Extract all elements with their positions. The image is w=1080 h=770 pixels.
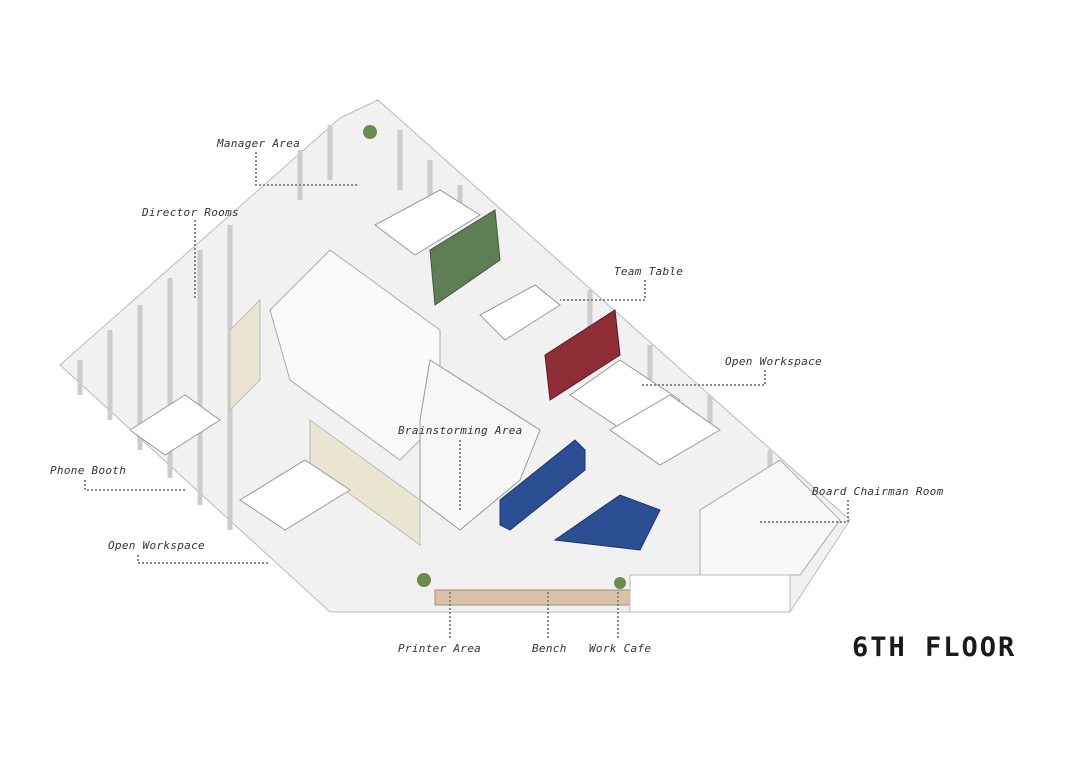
cafe-counter — [434, 589, 631, 606]
label-bench: Bench — [532, 642, 567, 655]
triangle-table — [553, 494, 661, 551]
label-manager-area: Manager Area — [217, 137, 301, 150]
label-open-workspace-right: Open Workspace — [725, 355, 822, 368]
brainstorming-room — [419, 359, 541, 531]
core-stairs — [269, 249, 441, 461]
label-printer-area: Printer Area — [398, 642, 482, 655]
label-phone-booth: Phone Booth — [50, 464, 127, 477]
bottom-wall — [629, 574, 791, 613]
red-storage — [544, 309, 621, 401]
blue-bench — [499, 439, 586, 531]
green-wall — [429, 209, 501, 306]
label-director-rooms: Director Rooms — [142, 206, 239, 219]
label-team-table: Team Table — [614, 265, 684, 278]
leader-lines — [84, 152, 849, 638]
plant-icon — [363, 125, 377, 139]
label-board-chairman-room: Board Chairman Room — [812, 485, 944, 498]
partition-wall-left — [229, 298, 261, 412]
label-work-cafe: Work Cafe — [589, 642, 652, 655]
board-room — [699, 459, 841, 576]
floor-title: 6TH FLOOR — [852, 632, 1017, 663]
plant-icon — [614, 577, 626, 589]
label-open-workspace-left: Open Workspace — [108, 539, 205, 552]
partition-wall — [309, 419, 421, 546]
label-brainstorming-area: Brainstorming Area — [398, 424, 523, 437]
plant-icon — [417, 573, 431, 587]
